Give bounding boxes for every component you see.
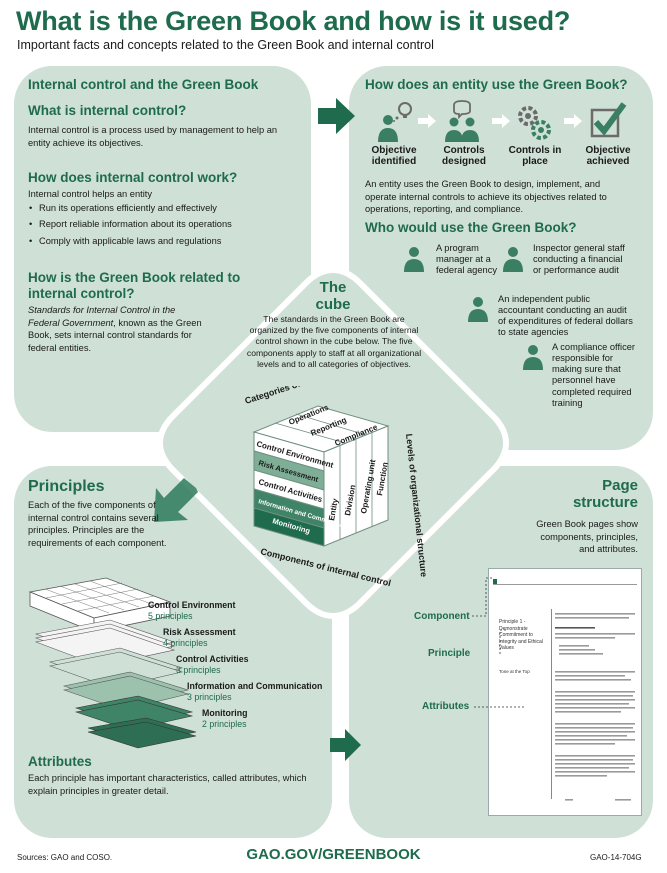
user-compliance-officer: A compliance officer responsible for mak…	[552, 342, 636, 408]
stack-monitoring: Monitoring	[202, 708, 248, 718]
green-book-title: Standards for Internal Control in the Fe…	[28, 305, 176, 328]
cube-heading-line2: cube	[315, 295, 351, 313]
levels-of-organizational-structure-label: Levels of organizational structure	[404, 433, 429, 577]
page-subtitle: Important facts and concepts related to …	[17, 38, 434, 52]
how-internal-control-works-heading: How does internal control work?	[28, 170, 238, 185]
person-icon	[404, 247, 424, 272]
step-controls-designed: Controls designed	[442, 145, 486, 167]
page-structure-heading-line1: Page	[602, 477, 638, 494]
user-public-accountant: An independent public accountant conduct…	[498, 294, 633, 338]
stack-risk-assessment: Risk Assessment	[163, 627, 236, 637]
stack-information-communication-count: 3 principles	[187, 692, 232, 702]
bullet-compliance: Comply with applicable laws and regulati…	[28, 233, 288, 250]
cube-heading: The cube	[283, 279, 383, 313]
user-program-manager: A program manager at a federal agency	[436, 243, 497, 276]
how-internal-control-works-intro: Internal control helps an entity	[28, 189, 153, 199]
stack-monitoring-count: 2 principles	[202, 719, 247, 729]
categories-of-objectives-label: Categories of objectives	[244, 386, 346, 406]
bullet-operations: Run its operations efficiently and effec…	[28, 200, 288, 217]
components-of-internal-control-label: Components of internal control	[260, 546, 392, 586]
stack-control-activities: Control Activities	[176, 654, 249, 664]
arrow-down-left	[154, 478, 198, 522]
cube-heading-line1: The	[319, 279, 347, 296]
label-attributes: Attributes	[422, 701, 470, 712]
page-structure-description: Green Book pages show components, princi…	[536, 519, 638, 555]
step-arrow-icon	[418, 114, 436, 128]
page-structure-heading: Page structure	[520, 477, 638, 511]
page-structure-heading-line2: structure	[572, 493, 638, 511]
green-book-relation-text: Standards for Internal Control in the Fe…	[28, 304, 208, 354]
objective-identified-icon	[378, 102, 412, 142]
doc-principle-title: Principle 1 - Demonstrate Commitment to …	[499, 619, 543, 651]
footer-report-code: GAO-14-704G	[590, 853, 642, 862]
footer-url-link[interactable]: GAO.GOV/GREENBOOK	[246, 846, 421, 863]
level-entity: Entity	[327, 497, 340, 521]
principles-description: Each of the five components of internal …	[28, 500, 167, 548]
arrow-right-top	[318, 98, 355, 134]
stack-control-activities-count: 3 principles	[176, 665, 221, 675]
page-title: What is the Green Book and how is it use…	[16, 6, 571, 36]
user-inspector-general: Inspector general staff conducting a fin…	[533, 243, 625, 276]
green-book-page-sample: Principle 1 - Demonstrate Commitment to …	[488, 568, 642, 816]
entity-use-description: An entity uses the Green Book to design,…	[365, 179, 607, 215]
label-component: Component	[414, 611, 470, 622]
internal-control-heading: Internal control and the Green Book	[28, 77, 259, 92]
attributes-heading: Attributes	[28, 754, 92, 769]
controls-designed-icon	[445, 100, 479, 142]
step-controls-in-place: Controls in place	[508, 145, 562, 167]
step-arrow-icon	[564, 114, 582, 128]
label-principle: Principle	[428, 648, 471, 659]
person-icon	[523, 345, 543, 370]
what-is-internal-control-text: Internal control is a process used by ma…	[28, 125, 278, 148]
stack-control-environment: Control Environment	[148, 600, 236, 610]
doc-divider	[551, 609, 552, 799]
step-objective-identified: Objective identified	[371, 145, 417, 167]
step-arrow-icon	[492, 114, 510, 128]
doc-subhead: Tone at the Top	[499, 669, 530, 674]
cube-description: The standards in the Green Book are orga…	[246, 314, 422, 369]
bullet-reporting: Report reliable information about its op…	[28, 216, 288, 233]
who-would-use-heading: Who would use the Green Book?	[365, 220, 577, 235]
stack-information-communication: Information and Communication	[187, 681, 323, 691]
doc-component-bar	[493, 579, 637, 585]
principles-stack	[28, 577, 197, 749]
person-icon	[503, 247, 523, 272]
internal-control-cube: Operations Reporting Compliance Control …	[244, 386, 429, 586]
what-is-internal-control-heading: What is internal control?	[28, 103, 187, 118]
arrow-right-bottom	[330, 729, 361, 761]
person-icon	[468, 297, 488, 322]
doc-text-lines	[555, 613, 635, 801]
footer-sources: Sources: GAO and COSO.	[17, 853, 113, 862]
controls-in-place-icon	[518, 106, 551, 140]
objective-achieved-icon	[590, 102, 627, 138]
internal-control-bullets: Run its operations efficiently and effec…	[28, 200, 288, 249]
green-book-relation-heading: How is the Green Book related to interna…	[28, 270, 241, 301]
stack-control-environment-count: 5 principles	[148, 611, 193, 621]
green-book-relation-rest: , known as the Green Book, sets internal…	[28, 317, 202, 353]
stack-risk-assessment-count: 4 principles	[163, 638, 208, 648]
page-structure-leaders	[472, 577, 526, 708]
principles-heading: Principles	[28, 478, 105, 495]
entity-use-heading: How does an entity use the Green Book?	[365, 77, 628, 92]
attributes-description: Each principle has important characteris…	[28, 773, 307, 796]
step-objective-achieved: Objective achieved	[585, 145, 631, 167]
